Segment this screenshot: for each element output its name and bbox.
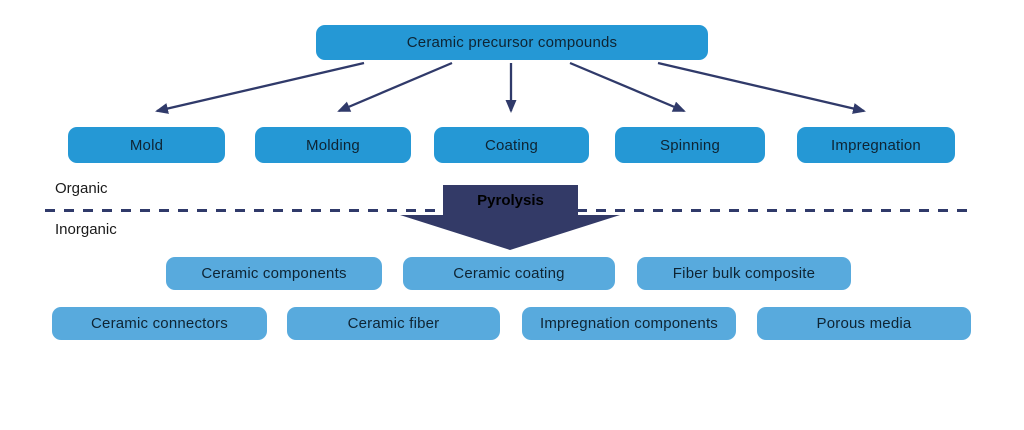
process-box-mold: Mold (68, 127, 225, 163)
inorganic-label: Inorganic (55, 221, 117, 238)
pyrolysis-label: Pyrolysis (477, 191, 544, 209)
fan-arrows (155, 61, 866, 114)
product-box-ceramic-coating: Ceramic coating (403, 257, 615, 290)
process-box-spinning: Spinning (615, 127, 765, 163)
product-box-fiber-bulk-composite: Fiber bulk composite (637, 257, 851, 290)
product-box-impregnation-components: Impregnation components (522, 307, 736, 340)
root-box-ceramic-precursor-compounds: Ceramic precursor compounds (316, 25, 708, 60)
product-box-ceramic-components: Ceramic components (166, 257, 382, 290)
process-box-molding: Molding (255, 127, 411, 163)
product-box-porous-media: Porous media (757, 307, 971, 340)
product-box-ceramic-fiber: Ceramic fiber (287, 307, 500, 340)
process-box-coating: Coating (434, 127, 589, 163)
organic-label: Organic (55, 180, 108, 197)
product-box-ceramic-connectors: Ceramic connectors (52, 307, 267, 340)
process-box-impregnation: Impregnation (797, 127, 955, 163)
